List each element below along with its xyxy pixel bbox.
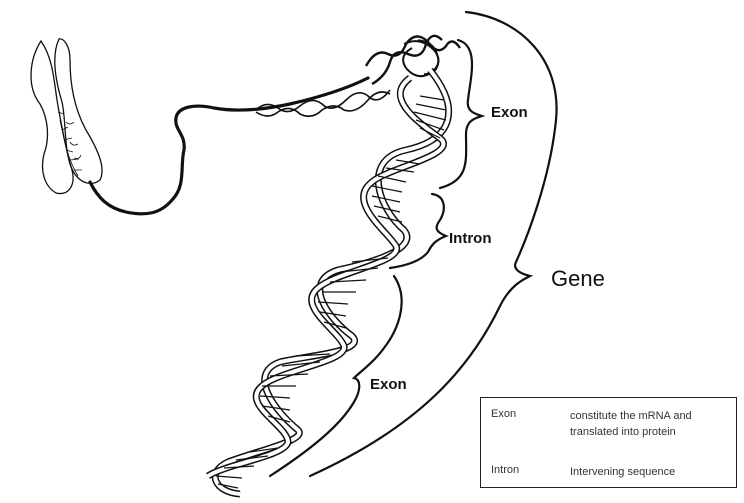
legend-term-exon: Exon: [491, 408, 516, 420]
chromosome-illustration: [31, 39, 102, 194]
legend-definition-intron: Intervening sequence: [570, 464, 735, 480]
intron-brace: [390, 194, 446, 268]
exon-label-bottom: Exon: [370, 376, 407, 393]
chromatin-strand: [90, 78, 368, 214]
legend-definition-exon: constitute the mRNA and translated into …: [570, 408, 735, 440]
legend-term-intron: Intron: [491, 464, 519, 476]
dna-double-helix: [208, 70, 449, 494]
gene-label: Gene: [551, 266, 605, 292]
exon-label-top: Exon: [491, 104, 528, 121]
legend-box: Exon constitute the mRNA and translated …: [480, 397, 737, 488]
intron-label: Intron: [449, 230, 492, 247]
